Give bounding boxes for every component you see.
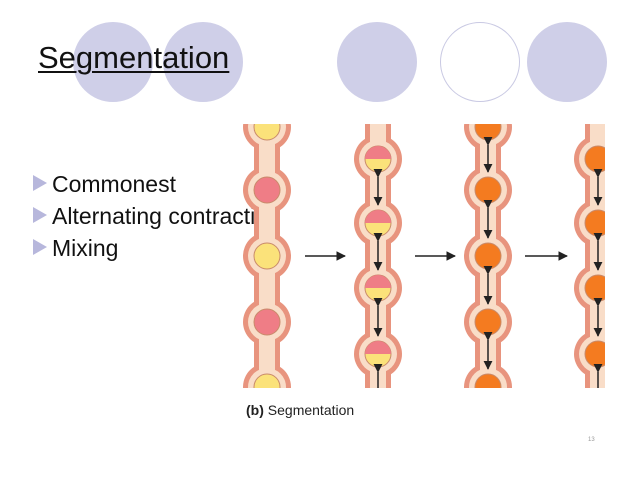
decor-circle-1 <box>73 22 153 102</box>
bullet-item: Commonest <box>33 168 281 200</box>
chyme-ball <box>474 373 502 388</box>
figure-caption: (b) Segmentation <box>246 402 354 418</box>
bullet-list: Commonest Alternating contraction Mixing <box>33 168 281 264</box>
bullet-item: Alternating contraction <box>33 200 281 232</box>
slide-number: 13 <box>588 437 595 443</box>
segmentation-diagram <box>243 124 605 388</box>
chyme-ball-half <box>365 210 391 223</box>
chyme-ball <box>584 145 605 173</box>
chyme-ball <box>584 274 605 302</box>
slide-title: Segmentation <box>38 40 230 75</box>
chyme-ball <box>584 340 605 368</box>
chyme-ball-half <box>365 275 391 288</box>
decor-circle-3 <box>337 22 417 102</box>
chyme-ball <box>474 308 502 336</box>
chyme-ball <box>253 242 281 270</box>
decor-circle-2 <box>163 22 243 102</box>
chyme-ball <box>474 242 502 270</box>
decor-circle-5 <box>527 22 607 102</box>
chyme-ball <box>474 124 502 141</box>
caption-tag: (b) <box>246 402 264 418</box>
decor-circle-4 <box>440 22 520 102</box>
caption-text: Segmentation <box>267 402 355 418</box>
chyme-ball-half <box>365 341 391 354</box>
chyme-ball <box>253 124 281 141</box>
bullet-item: Mixing <box>33 232 281 264</box>
chyme-ball <box>253 308 281 336</box>
chyme-ball <box>253 373 281 388</box>
chyme-ball <box>584 209 605 237</box>
chyme-ball <box>474 176 502 204</box>
chyme-ball <box>253 176 281 204</box>
chyme-ball-half <box>365 146 391 159</box>
